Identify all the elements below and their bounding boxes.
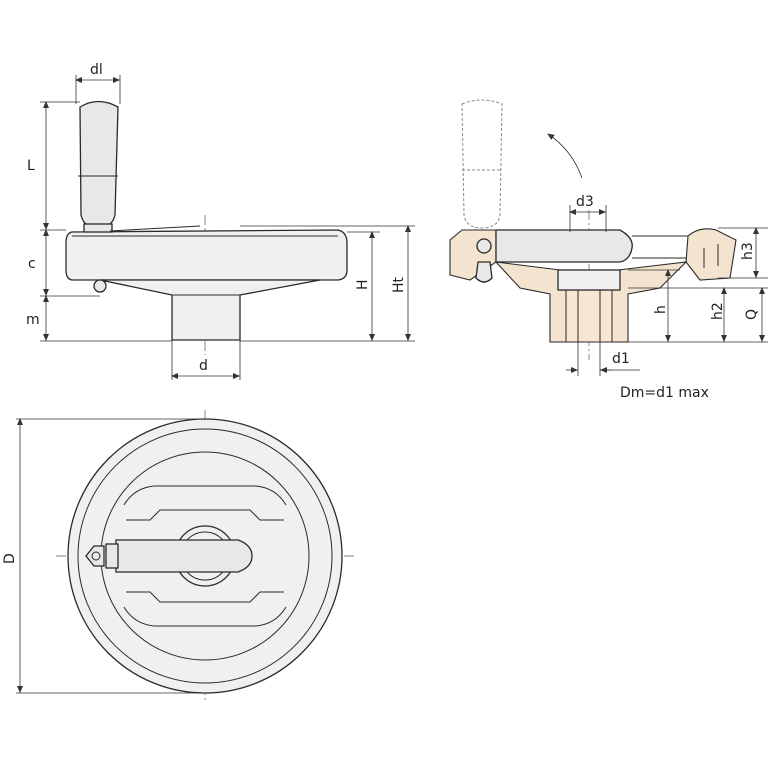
handle-collar (83, 223, 113, 233)
hub-bore-insert (565, 289, 613, 343)
label-d3: d3 (576, 194, 594, 210)
hinge-pin (476, 238, 492, 254)
lower-spoke-edge (123, 606, 287, 627)
wheel-rim (65, 229, 348, 281)
label-d: d (199, 358, 208, 374)
wheel-rim-edge (77, 428, 333, 684)
side-view: dl L c m d H Ht (26, 62, 415, 380)
top-view: D (2, 410, 356, 700)
label-H: H (355, 279, 371, 290)
top-handle-collar (105, 543, 119, 569)
label-d1: d1 (612, 351, 630, 367)
lower-spoke-inner (126, 591, 284, 603)
label-h3: h3 (740, 242, 756, 260)
detent-plunger (475, 261, 493, 283)
rotation-arrow (547, 133, 583, 179)
hub-top (557, 269, 621, 291)
label-Q: Q (744, 309, 760, 320)
handle-horizontal (495, 229, 633, 263)
label-D: D (2, 553, 18, 564)
label-c: c (28, 256, 36, 272)
top-lock-pin (91, 551, 101, 561)
label-h: h (653, 305, 669, 314)
note-dm: Dm=d1 max (620, 385, 709, 401)
top-lock-knob (85, 545, 105, 567)
upper-spoke-edge (123, 485, 287, 506)
label-m: m (26, 312, 40, 328)
label-h2: h2 (710, 302, 726, 320)
label-L: L (27, 158, 35, 174)
rim-groove (703, 244, 719, 268)
handle-folded-outline (461, 99, 503, 229)
upper-spoke-inner (126, 509, 284, 521)
spindle-knob (93, 279, 107, 293)
handle-grip (79, 100, 119, 229)
wheel-hub (99, 279, 321, 341)
top-handle (115, 539, 253, 573)
label-dl: dl (90, 62, 103, 78)
label-Ht: Ht (391, 276, 407, 293)
rim-section-right (685, 228, 737, 281)
handle-arm (109, 225, 201, 232)
section-view: d3 h3 h h2 Q d1 Dm=d1 max (449, 99, 768, 401)
